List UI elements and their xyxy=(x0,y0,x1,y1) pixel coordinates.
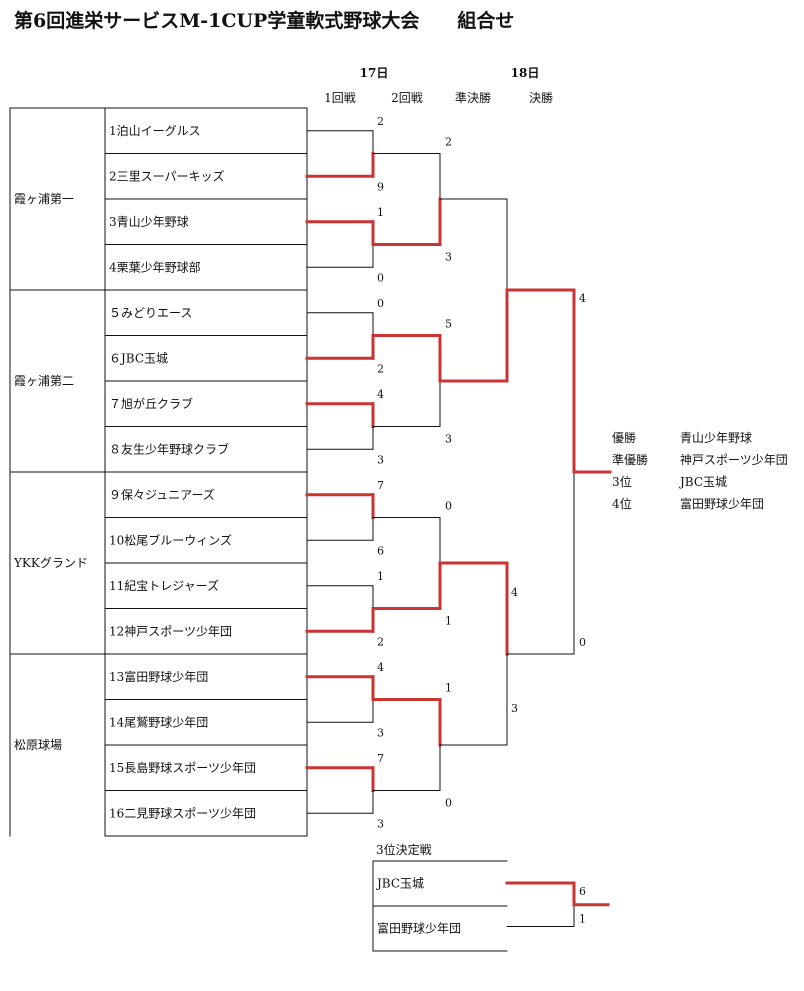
team-name: ５みどりエース xyxy=(109,306,192,320)
team-name: 16二見野球スポーツ少年団 xyxy=(109,806,256,820)
team-name: ８友生少年野球クラブ xyxy=(109,441,229,456)
score-label: 9 xyxy=(377,180,384,193)
team-name: 11紀宝トレジャーズ xyxy=(109,578,219,593)
score-label: 2 xyxy=(377,115,384,128)
venue-label: 松原球場 xyxy=(14,738,62,752)
result-team: 神戸スポーツ少年団 xyxy=(680,453,788,467)
score-label: 3 xyxy=(377,817,384,830)
day-label-17: 17日 xyxy=(360,66,389,80)
score-label: 7 xyxy=(377,479,384,492)
result-rank: 4位 xyxy=(612,496,632,511)
score-label: 2 xyxy=(445,136,452,149)
score-label: 0 xyxy=(377,297,384,310)
third-place-title: 3位決定戦 xyxy=(376,842,432,857)
round-label: 2回戦 xyxy=(391,91,423,105)
score-label: 7 xyxy=(377,752,384,765)
third-place-team: 富田野球少年団 xyxy=(377,921,461,936)
score-label: 3 xyxy=(377,726,384,739)
score-label: 1 xyxy=(445,682,452,695)
score-label: 4 xyxy=(377,388,384,401)
result-team: JBC玉城 xyxy=(678,475,727,489)
team-name: 3青山少年野球 xyxy=(109,215,189,229)
result-rank: 準優勝 xyxy=(612,452,648,467)
score-label: 1 xyxy=(445,615,452,628)
score-label: 6 xyxy=(579,885,586,898)
score-label: 2 xyxy=(377,362,384,375)
team-name: 10松尾ブルーウィンズ xyxy=(109,532,232,547)
team-name: 4栗葉少年野球部 xyxy=(109,259,201,274)
score-label: 0 xyxy=(579,636,586,649)
score-label: 4 xyxy=(377,661,384,674)
third-place-team: JBC玉城 xyxy=(375,877,424,891)
venue-label: 霞ヶ浦第一 xyxy=(14,192,74,206)
team-name: 12神戸スポーツ少年団 xyxy=(109,624,232,638)
score-label: 4 xyxy=(579,292,586,305)
result-rank: 3位 xyxy=(612,474,632,489)
day-label-18: 18日 xyxy=(511,66,540,80)
score-label: 3 xyxy=(511,702,518,715)
score-label: 1 xyxy=(579,913,586,926)
score-label: 3 xyxy=(445,433,452,446)
score-label: 1 xyxy=(377,570,384,583)
team-name: ９保々ジュニアーズ xyxy=(109,487,215,502)
venue-label: 霞ヶ浦第二 xyxy=(14,374,74,388)
score-label: 2 xyxy=(377,635,384,648)
result-rank: 優勝 xyxy=(612,430,636,445)
score-label: 4 xyxy=(511,586,518,599)
score-label: 6 xyxy=(377,544,384,557)
score-label: 3 xyxy=(377,453,384,466)
score-label: 3 xyxy=(445,251,452,264)
score-label: 5 xyxy=(445,318,452,331)
venue-label: YKKグランド xyxy=(13,556,88,570)
result-team: 青山少年野球 xyxy=(680,431,752,445)
round-label: 決勝 xyxy=(529,90,553,105)
round-label: 準決勝 xyxy=(455,90,491,105)
score-label: 0 xyxy=(377,271,384,284)
team-name: ７旭が丘クラブ xyxy=(109,396,193,411)
team-name: 15長島野球スポーツ少年団 xyxy=(109,760,256,775)
page-title: 第6回進栄サービスM-1CUP学童軟式野球大会 組合せ xyxy=(14,10,515,32)
team-name: 14尾鷲野球少年団 xyxy=(109,715,208,729)
result-team: 富田野球少年団 xyxy=(680,496,764,511)
score-label: 0 xyxy=(445,797,452,810)
team-name: 13富田野球少年団 xyxy=(109,669,208,684)
round-label: 1回戦 xyxy=(324,91,356,105)
team-name: 1泊山イーグルス xyxy=(109,124,201,138)
team-name: ６JBC玉城 xyxy=(109,351,168,365)
score-label: 1 xyxy=(377,206,384,219)
score-label: 0 xyxy=(445,500,452,513)
team-name: 2三里スーパーキッズ xyxy=(109,168,225,183)
